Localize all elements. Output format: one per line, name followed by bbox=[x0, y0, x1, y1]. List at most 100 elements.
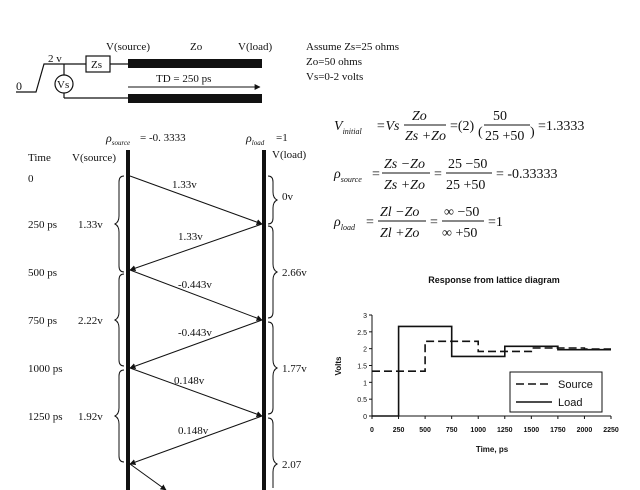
rho-load-num2: ∞ −50 bbox=[444, 205, 479, 220]
y-tick-label: 3 bbox=[363, 313, 367, 320]
wave-label-3: -0.443v bbox=[178, 279, 212, 291]
v-initial-num2: 50 bbox=[493, 109, 507, 124]
source-voltage-label: 2 v bbox=[48, 53, 62, 65]
y-tick-label: 1 bbox=[363, 380, 367, 387]
v-initial-result: =1.3333 bbox=[538, 119, 584, 134]
source-brace-2 bbox=[113, 273, 125, 367]
rho-load-symbol: ρload bbox=[245, 131, 265, 147]
load-brace-4 bbox=[267, 417, 279, 488]
vload-header: V(load) bbox=[272, 149, 307, 161]
rho-load-den2: ∞ +50 bbox=[442, 226, 477, 241]
rho-source-eq-sign-2: = bbox=[434, 167, 442, 182]
load-brace-3 bbox=[267, 321, 279, 415]
time-750: 750 ps bbox=[28, 315, 57, 327]
rho-load-num: Zl −Zo bbox=[380, 205, 419, 220]
equation-v-initial: Vinitial =Vs Zo Zs +Zo =(2) ( 50 25 +50 … bbox=[334, 109, 584, 144]
source-value-1: 1.33v bbox=[78, 219, 103, 231]
time-0: 0 bbox=[28, 173, 34, 185]
chart-ylabel: Volts bbox=[334, 356, 343, 376]
wave-label-2: 1.33v bbox=[178, 231, 203, 243]
chart-xlabel: Time, ps bbox=[476, 445, 509, 454]
x-tick-label: 250 bbox=[393, 427, 405, 434]
wave-label-1: 1.33v bbox=[172, 179, 197, 191]
response-chart: Response from lattice diagram Volts Time… bbox=[334, 275, 619, 454]
assumptions-block: Assume Zs=25 ohms Zo=50 ohms Vs=0-2 volt… bbox=[306, 41, 399, 83]
rho-load-eq-sign: = bbox=[366, 215, 374, 230]
x-tick-label: 1250 bbox=[497, 427, 513, 434]
chart-title: Response from lattice diagram bbox=[428, 275, 560, 285]
v-initial-den2: 25 +50 bbox=[485, 129, 524, 144]
v-load-node-label: V(load) bbox=[238, 41, 273, 53]
rho-load-den: Zl +Zo bbox=[380, 226, 419, 241]
zo-label: Zo bbox=[190, 41, 203, 53]
legend-box bbox=[509, 371, 603, 413]
rho-source-value: = -0. 3333 bbox=[140, 132, 186, 144]
x-tick-label: 2250 bbox=[603, 427, 619, 434]
time-1250: 1250 ps bbox=[28, 411, 63, 423]
v-source-node-label: V(source) bbox=[106, 41, 150, 53]
td-label: TD = 250 ps bbox=[156, 73, 211, 85]
v-initial-eq1: =Vs bbox=[376, 119, 400, 134]
series-line-load bbox=[372, 325, 611, 417]
source-value-2: 2.22v bbox=[78, 315, 103, 327]
v-initial-lparen: ( bbox=[478, 125, 483, 140]
equation-rho-source: ρsource = Zs −Zo Zs +Zo = 25 −50 25 +50 … bbox=[333, 157, 558, 193]
time-1000: 1000 ps bbox=[28, 363, 63, 375]
circuit-schematic: 0 2 v Vs Zs V(source) Zo V(load) TD = 25… bbox=[16, 41, 273, 103]
load-timeline bbox=[262, 150, 266, 490]
v-initial-eq2: =(2) bbox=[450, 119, 475, 134]
chart-series bbox=[372, 325, 611, 417]
transmission-line-top bbox=[128, 59, 262, 68]
time-header: Time bbox=[28, 152, 51, 164]
x-tick-label: 0 bbox=[370, 427, 374, 434]
assumption-zo: Zo=50 ohms bbox=[306, 56, 362, 68]
rho-source-eq-sign: = bbox=[372, 167, 380, 182]
v-initial-lhs: Vinitial bbox=[334, 119, 362, 136]
zs-label: Zs bbox=[91, 59, 102, 71]
load-brace-2 bbox=[267, 225, 279, 319]
v-initial-rparen: ) bbox=[530, 125, 535, 140]
rho-source-eq-lhs: ρsource bbox=[333, 167, 362, 184]
y-tick-label: 2 bbox=[363, 347, 367, 354]
source-value-3: 1.92v bbox=[78, 411, 103, 423]
time-500: 500 ps bbox=[28, 267, 57, 279]
vs-label: Vs bbox=[57, 79, 69, 91]
source-brace-3 bbox=[113, 369, 125, 463]
load-value-3: 1.77v bbox=[282, 363, 307, 375]
time-250: 250 ps bbox=[28, 219, 57, 231]
source-timeline bbox=[126, 150, 130, 490]
x-tick-label: 1750 bbox=[550, 427, 566, 434]
assumption-vs: Vs=0-2 volts bbox=[306, 71, 363, 83]
load-value-2: 2.66v bbox=[282, 267, 307, 279]
load-value-4: 2.07 bbox=[282, 459, 302, 471]
rho-load-eq-sign-2: = bbox=[430, 215, 438, 230]
rho-source-result: = -0.33333 bbox=[496, 167, 558, 182]
y-tick-label: 1.5 bbox=[357, 364, 367, 371]
source-brace-1 bbox=[113, 175, 125, 273]
wave-arrow-4 bbox=[129, 319, 263, 369]
y-tick-label: 0 bbox=[363, 414, 367, 421]
wave-arrow-6 bbox=[129, 415, 263, 465]
wave-arrow-7 bbox=[129, 463, 167, 490]
rho-source-num: Zs −Zo bbox=[384, 157, 425, 172]
load-brace-1 bbox=[267, 175, 279, 225]
y-tick-label: 0.5 bbox=[357, 397, 367, 404]
x-tick-label: 750 bbox=[446, 427, 458, 434]
wave-arrow-2 bbox=[129, 223, 263, 272]
wave-label-5: 0.148v bbox=[174, 375, 205, 387]
wave-label-4: -0.443v bbox=[178, 327, 212, 339]
assumption-zs: Assume Zs=25 ohms bbox=[306, 41, 399, 53]
x-tick-label: 2000 bbox=[577, 427, 593, 434]
wave-arrow-1 bbox=[129, 175, 263, 225]
x-tick-label: 500 bbox=[419, 427, 431, 434]
legend-label-load: Load bbox=[558, 397, 582, 409]
wave-arrow-5 bbox=[129, 367, 263, 417]
step-source-waveform bbox=[16, 63, 64, 93]
rho-source-den2: 25 +50 bbox=[446, 178, 485, 193]
transmission-line-bottom bbox=[128, 94, 262, 103]
vsource-header: V(source) bbox=[72, 152, 116, 164]
v-initial-num: Zo bbox=[412, 109, 427, 124]
